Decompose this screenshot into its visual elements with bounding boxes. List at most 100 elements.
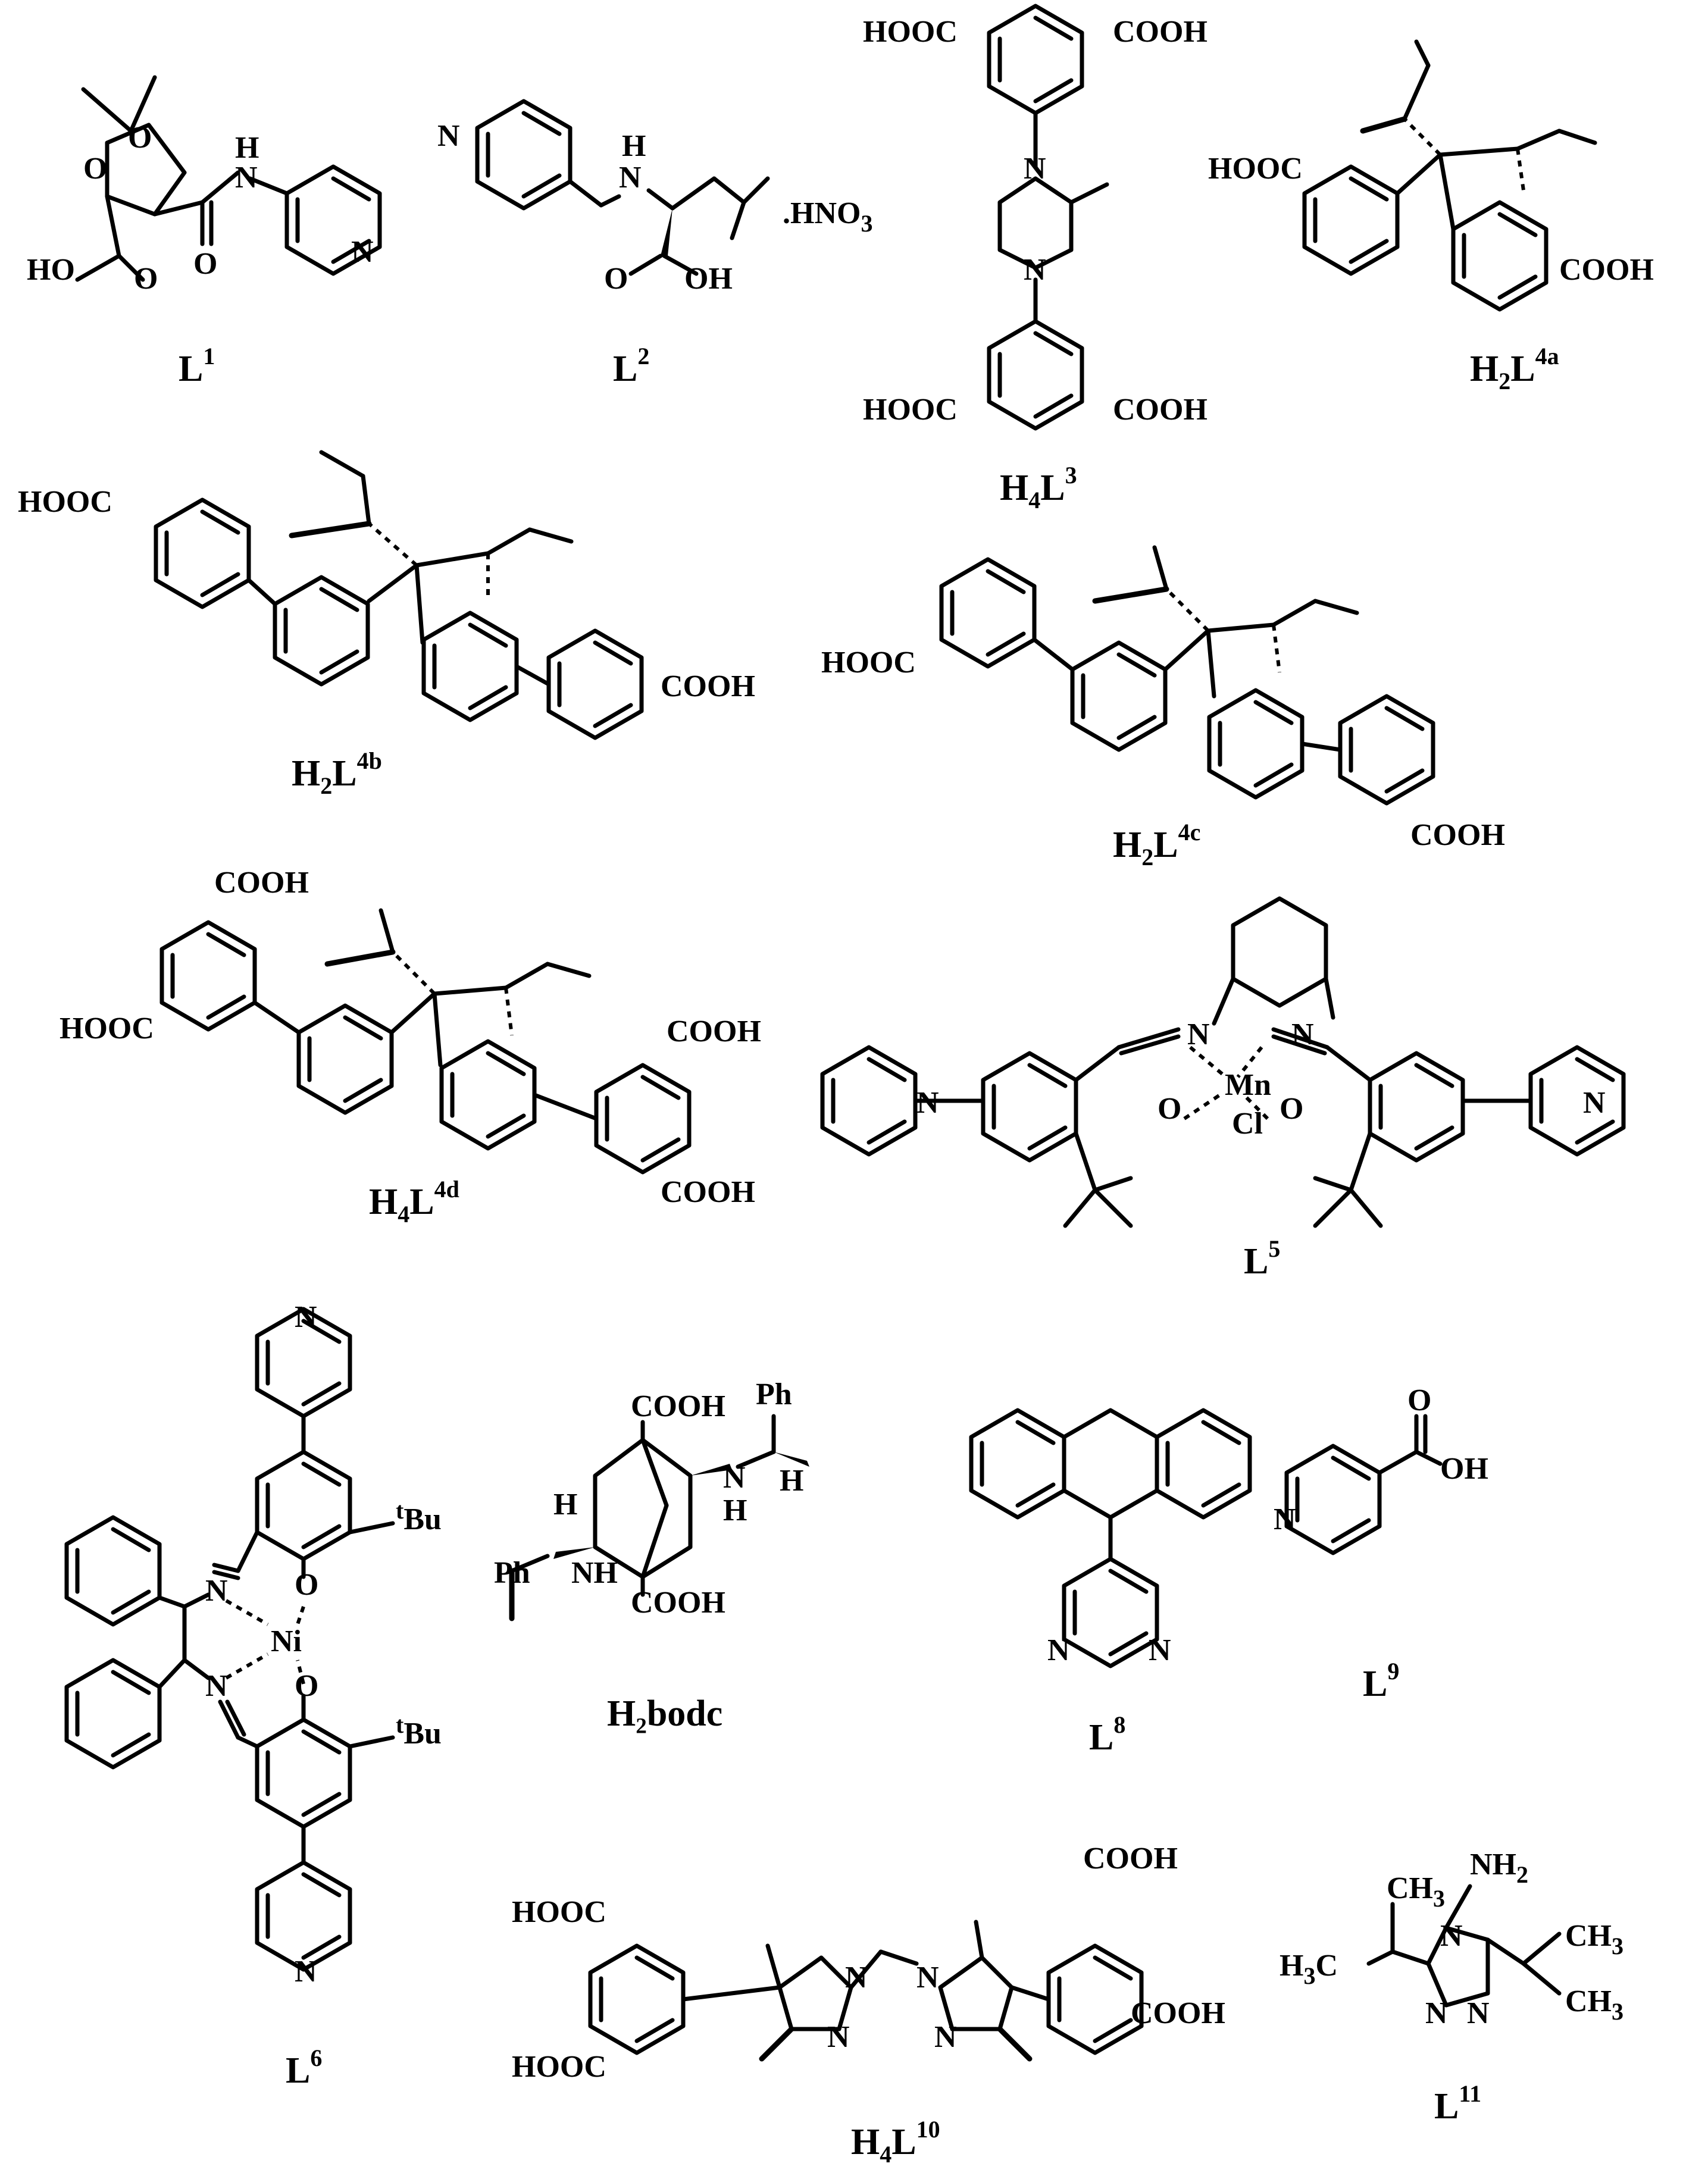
atom-n: N	[934, 2020, 957, 2054]
atom-o: O	[134, 262, 158, 296]
atom-nh2: NH2	[1470, 1848, 1528, 1888]
atom-cooh: COOH	[1131, 1996, 1225, 2030]
molecule-L6: N tBu O N Ni N O tBu N L6	[67, 1300, 442, 2091]
atom-o: O	[193, 247, 217, 281]
atom-n: N	[916, 1086, 939, 1120]
atom-n: N	[205, 1669, 228, 1703]
atom-n: N	[1467, 1996, 1490, 2030]
atom-hooc: HOOC	[1208, 152, 1303, 186]
atom-o: O	[1158, 1092, 1181, 1126]
atom-hooc: HOOC	[512, 1895, 606, 1929]
atom-ch3: CH3	[1387, 1871, 1445, 1912]
molecule-H2L4a: HOOC COOH H2L4a	[1208, 39, 1654, 395]
atom-n: N	[1583, 1086, 1606, 1120]
atom-ch3: CH3	[1565, 1919, 1623, 1959]
atom-mn: Mn	[1225, 1068, 1271, 1102]
atom-n: N	[845, 1961, 868, 1995]
label-H2L4a: H2L4a	[1470, 343, 1559, 395]
atom-h3c: H3C	[1280, 1949, 1338, 1989]
molecule-H4L4d: COOH HOOC COOH COOH H4L4d	[60, 866, 761, 1228]
atom-nh: NH	[571, 1556, 618, 1590]
atom-n: N	[1187, 1018, 1210, 1051]
atom-n: N	[1291, 1018, 1314, 1051]
atom-hooc: HOOC	[512, 2050, 606, 2084]
atom-hooc: HOOC	[821, 646, 916, 680]
label-H4L10: H4L10	[851, 2116, 940, 2168]
atom-ch3: CH3	[1565, 1984, 1623, 2025]
atom-n: N	[916, 1961, 939, 1995]
atom-oh: OH	[1440, 1452, 1488, 1486]
atom-hooc: HOOC	[18, 485, 112, 519]
molecule-H4L10: HOOC HOOC COOH COOH N N N N H4L10	[512, 1842, 1225, 2168]
atom-tbu: tBu	[396, 1497, 442, 1536]
atom-n: N	[1149, 1633, 1171, 1667]
molecule-L1: O O HO O O H N N L1	[27, 75, 380, 389]
atom-n: N	[1425, 1996, 1448, 2030]
atom-h: H	[622, 129, 646, 163]
atom-nh: N	[723, 1461, 746, 1495]
atom-o: O	[604, 262, 628, 296]
label-L2: L2	[613, 343, 649, 389]
molecule-H2L4c: HOOC COOH H2L4c	[821, 545, 1505, 871]
atom-o: O	[1407, 1383, 1431, 1417]
molecule-L2: N H N O OH .HNO3 L2	[437, 101, 872, 389]
atom-ph: Ph	[494, 1556, 530, 1590]
atom-o: O	[1280, 1092, 1303, 1126]
atom-cooh: COOH	[661, 1175, 755, 1209]
atom-cooh: COOH	[1083, 1842, 1178, 1876]
atom-n: N	[235, 161, 258, 195]
label-L5: L5	[1244, 1235, 1280, 1282]
label-H2L4c: H2L4c	[1113, 819, 1200, 871]
atom-h: H	[235, 131, 259, 165]
molecule-L11: CH3 NH2 H3C CH3 CH3 N N N L11	[1280, 1848, 1623, 2127]
label-L11: L11	[1434, 2080, 1481, 2127]
hno3-salt: .HNO3	[783, 196, 872, 237]
atom-ho: HO	[27, 253, 75, 287]
molecule-L5: N N Mn Cl O O N N L5	[822, 898, 1623, 1282]
atom-n: N	[1024, 152, 1046, 186]
atom-n: N	[351, 235, 374, 269]
label-L9: L9	[1363, 1658, 1399, 1704]
atom-n: N	[1024, 253, 1046, 287]
atom-cooh: COOH	[1113, 393, 1208, 427]
atom-o: O	[295, 1669, 318, 1703]
atom-hooc: HOOC	[863, 15, 958, 49]
label-H4L4d: H4L4d	[369, 1176, 459, 1228]
atom-ni: Ni	[271, 1624, 302, 1658]
atom-n: N	[437, 119, 460, 153]
label-L8: L8	[1089, 1711, 1125, 1758]
molecule-H2L4b: HOOC COOH H2L4b	[18, 450, 755, 799]
atom-o: O	[128, 121, 152, 155]
atom-cooh: COOH	[631, 1586, 725, 1620]
atom-ph: Ph	[756, 1377, 792, 1411]
label-H2bodc: H₂bodc	[607, 1693, 722, 1734]
atom-hooc: HOOC	[863, 393, 958, 427]
atom-h: H	[780, 1464, 803, 1498]
atom-cooh: COOH	[631, 1389, 725, 1423]
label-L6: L6	[286, 2045, 322, 2091]
atom-h: H	[723, 1494, 747, 1527]
atom-n: N	[1047, 1633, 1070, 1667]
atom-n: N	[1274, 1502, 1296, 1536]
atom-cooh: COOH	[667, 1015, 761, 1048]
atom-o: O	[295, 1568, 318, 1602]
atom-oh: OH	[684, 262, 733, 296]
atom-cooh: COOH	[661, 669, 755, 703]
atom-h: H	[553, 1488, 577, 1521]
atom-cooh: COOH	[214, 866, 309, 900]
atom-n: N	[295, 1300, 317, 1334]
atom-n: N	[205, 1574, 228, 1608]
molecule-L8: N N L8	[971, 1410, 1250, 1758]
atom-hooc: HOOC	[60, 1012, 154, 1045]
label-L1: L1	[179, 343, 215, 389]
label-H4L3: H4L3	[1000, 462, 1077, 514]
atom-cooh: COOH	[1559, 253, 1654, 287]
label-H2L4b: H2L4b	[292, 747, 382, 799]
atom-n: N	[1440, 1919, 1463, 1953]
atom-cl: Cl	[1232, 1107, 1263, 1141]
molecule-L9: O OH N L9	[1274, 1383, 1488, 1704]
atom-n: N	[827, 2020, 850, 2054]
atom-cooh: COOH	[1113, 15, 1208, 49]
atom-o: O	[83, 152, 107, 186]
